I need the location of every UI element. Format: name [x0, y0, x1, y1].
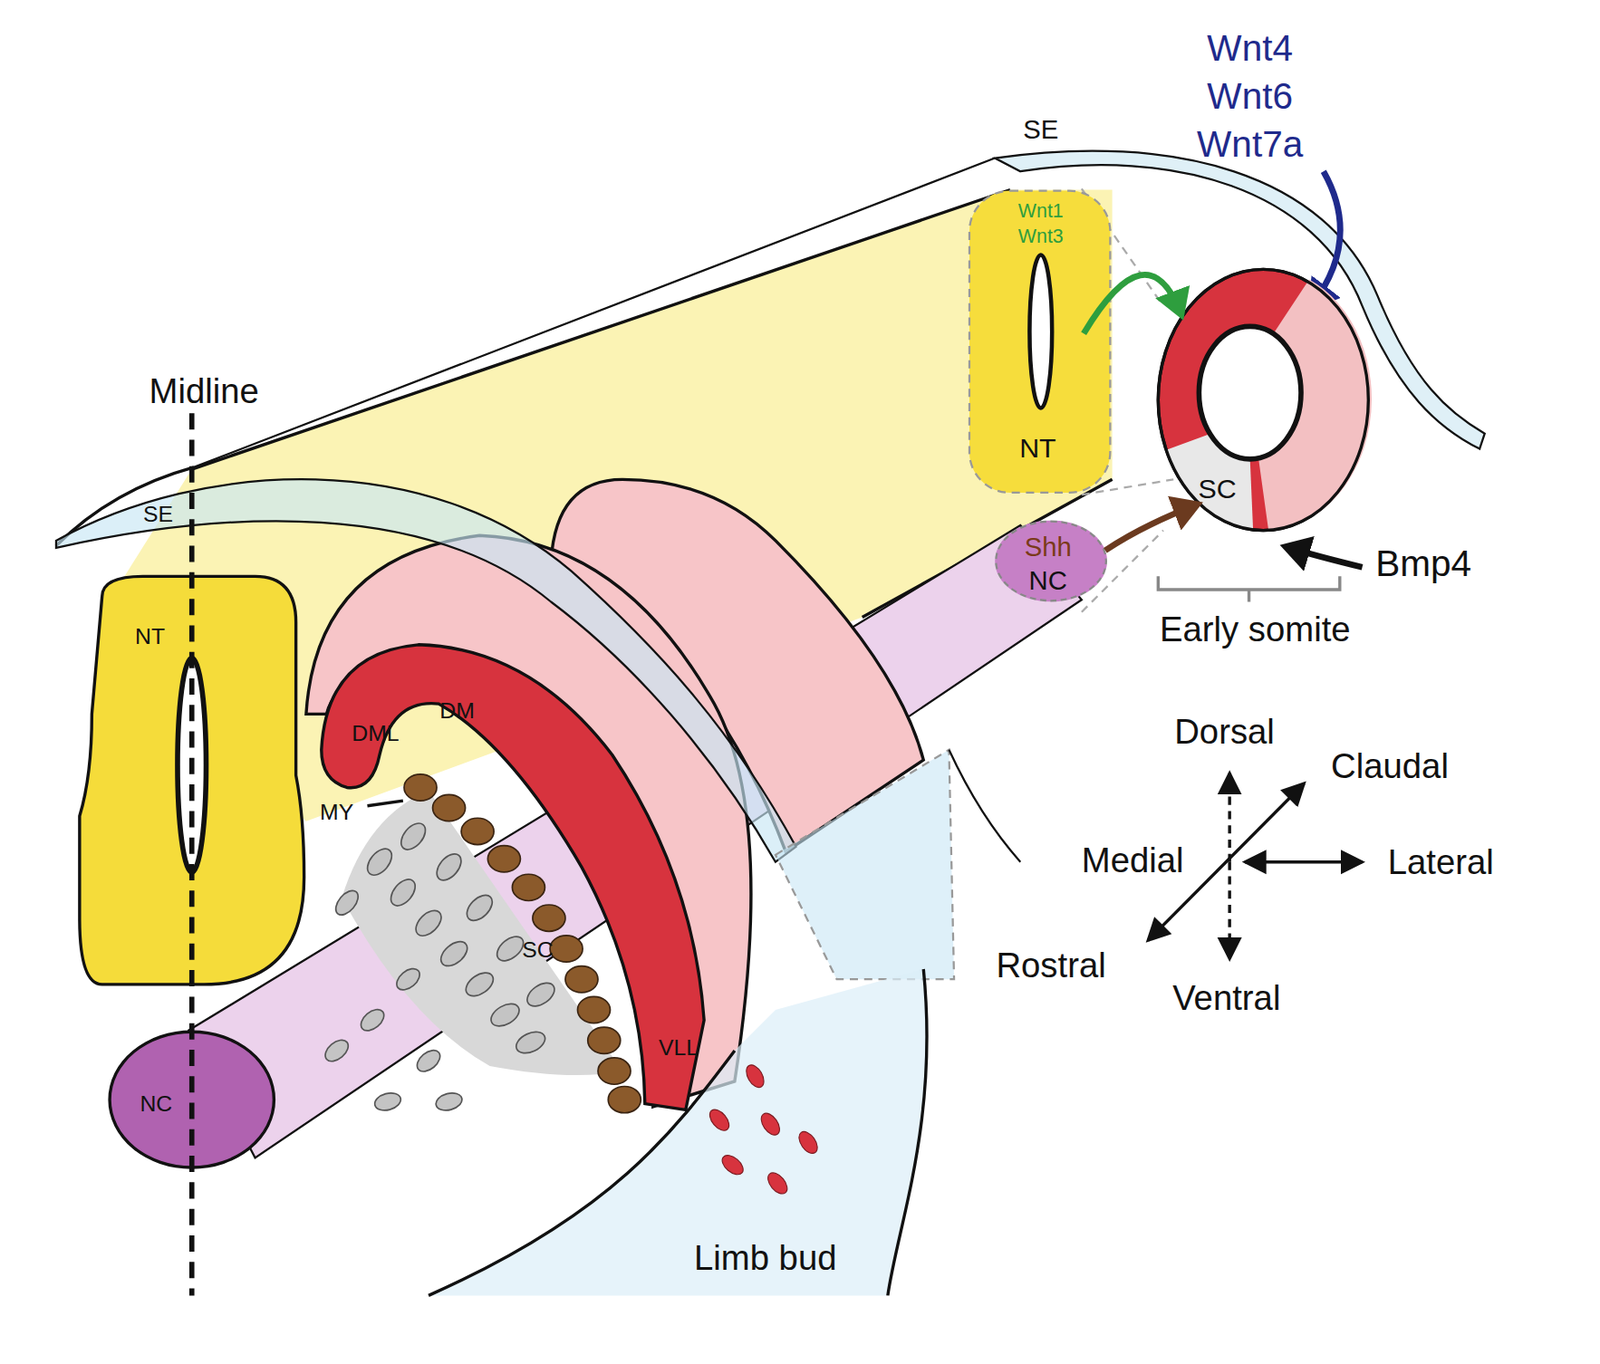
structure-label: SE	[143, 501, 174, 531]
shh-signal-arrow	[1105, 504, 1198, 551]
node-label: Shh	[1024, 530, 1072, 566]
node-shape	[79, 576, 307, 985]
structure-label: DML	[351, 720, 399, 750]
structure-label: Early somite	[1159, 607, 1351, 653]
node-shape	[1156, 267, 1371, 533]
neural-tube-section: Wnt1 Wnt3NT	[967, 188, 1084, 495]
notochord: NC	[107, 1031, 276, 1170]
structure-label: Medial	[1081, 838, 1185, 884]
node-label: NT	[1019, 431, 1057, 468]
structure-label: MY	[319, 799, 354, 829]
node-label: NT	[134, 623, 165, 653]
node-label: Wnt1 Wnt3	[1018, 199, 1064, 251]
structure-label: Wnt4 Wnt6 Wnt7a	[1196, 25, 1303, 169]
early-somite: SC	[1156, 267, 1371, 533]
structure-label: Midline	[149, 367, 260, 414]
structure-label: Dorsal	[1174, 709, 1275, 755]
node-label: SC	[1198, 472, 1237, 509]
structure-label: VLL	[658, 1034, 699, 1064]
structure-label: Rostral	[995, 943, 1106, 989]
neural-tube: NT	[79, 576, 307, 985]
structure-label: SC	[521, 936, 553, 966]
structure-label: Claudal	[1330, 743, 1449, 790]
wnt-signal-arrow	[1083, 274, 1182, 334]
structure-label: SE	[1022, 113, 1059, 148]
node-label: NC	[139, 1090, 173, 1120]
node-label: NC	[1029, 564, 1068, 599]
structure-label: Lateral	[1387, 839, 1494, 886]
structure-label: Limb bud	[693, 1235, 838, 1282]
structure-label: DM	[439, 696, 475, 726]
notochord-section: ShhNC	[994, 520, 1108, 602]
structure-label: Bmp4	[1375, 539, 1472, 588]
structure-label: Ventral	[1172, 975, 1281, 1022]
